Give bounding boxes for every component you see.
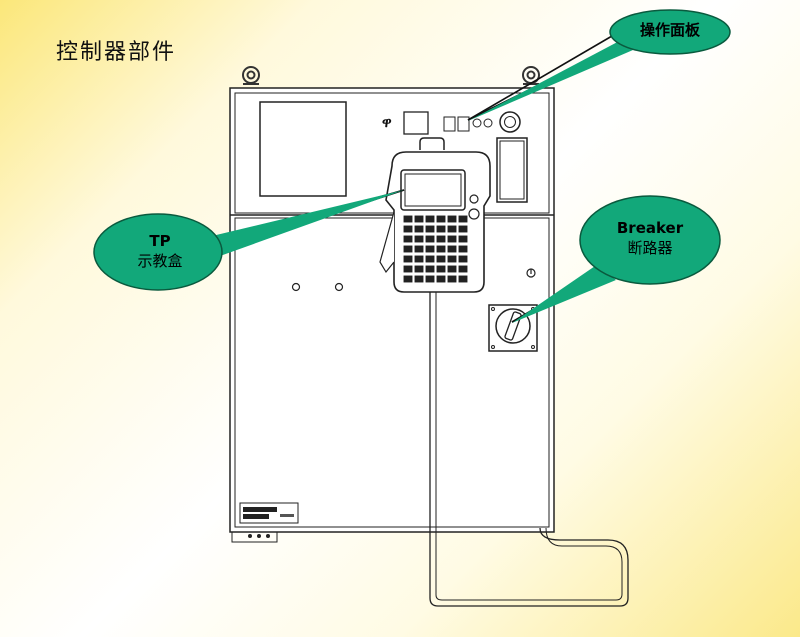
callout-teach-pendant-label-zh: 示教盒 — [137, 252, 183, 270]
callout-operator-panel: 操作面板 — [612, 20, 728, 40]
power-symbol-icon — [526, 268, 536, 278]
callout-breaker-label-en: Breaker — [616, 219, 684, 237]
teach-pendant — [379, 137, 491, 293]
door-hole — [291, 282, 301, 292]
breaker-handle — [488, 304, 538, 352]
nameplate — [239, 502, 299, 524]
lifting-eye-right — [522, 66, 540, 85]
callout-breaker-bubble — [512, 195, 721, 323]
pendant-cable-inner — [435, 290, 623, 601]
pendant-keypad — [403, 215, 468, 283]
callout-breaker: Breaker 断路器 — [582, 218, 718, 258]
door-hole — [334, 282, 344, 292]
callout-operator-panel-label: 操作面板 — [639, 21, 700, 39]
base-indicators — [248, 534, 270, 538]
callout-operator-panel-bubble — [468, 9, 731, 121]
slide-title: 控制器部件 — [56, 40, 177, 65]
callout-teach-pendant-label-en: TP — [149, 232, 171, 250]
lifting-eye-left — [242, 66, 260, 85]
callout-breaker-label-zh: 断路器 — [627, 239, 673, 257]
pendant-cable — [429, 290, 629, 607]
callout-teach-pendant: TP 示教盒 — [100, 231, 220, 271]
upper-door-window — [259, 101, 347, 197]
operator-panel: ዋ — [382, 111, 528, 203]
callout-teach-pendant-bubble — [93, 190, 404, 291]
base-plinth — [231, 531, 278, 543]
svg-text:ዋ: ዋ — [382, 115, 392, 131]
